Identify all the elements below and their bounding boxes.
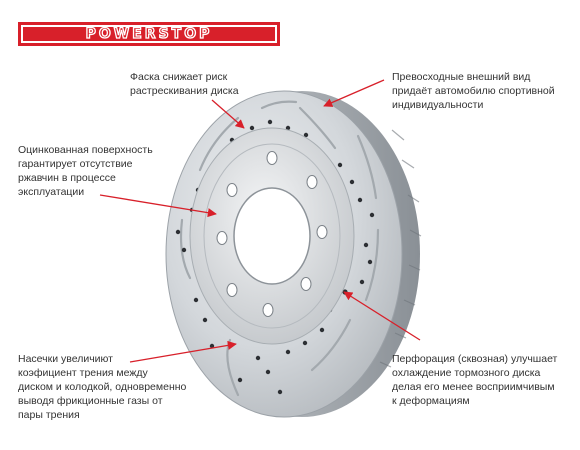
arrow-coating (99, 194, 217, 218)
callout-coating: Оцинкованная поверхность гарантирует отс… (18, 144, 153, 198)
callout-drilling: Перфорация (сквозная) улучшает охлаждени… (392, 353, 558, 407)
arrow-chamfer (211, 99, 245, 129)
callout-appearance: Превосходные внешний вид придаёт автомоб… (392, 71, 555, 111)
center-bore (233, 187, 311, 285)
callout-chamfer: Фаска снижает риск растрескивания диска (130, 71, 239, 97)
callout-arrows (99, 79, 421, 363)
logo-frame: POWERSTOP (21, 25, 277, 43)
arrow-drilling (343, 291, 421, 341)
powerstop-logo: POWERSTOP (18, 22, 280, 46)
arrow-appearance (323, 79, 385, 107)
lug-holes (216, 151, 328, 317)
hat-step (203, 143, 341, 329)
logo-text: POWERSTOP (85, 26, 213, 42)
callout-slots: Насечки увеличиют коэфициент трения межд… (18, 353, 187, 421)
arrow-slots (129, 340, 237, 363)
